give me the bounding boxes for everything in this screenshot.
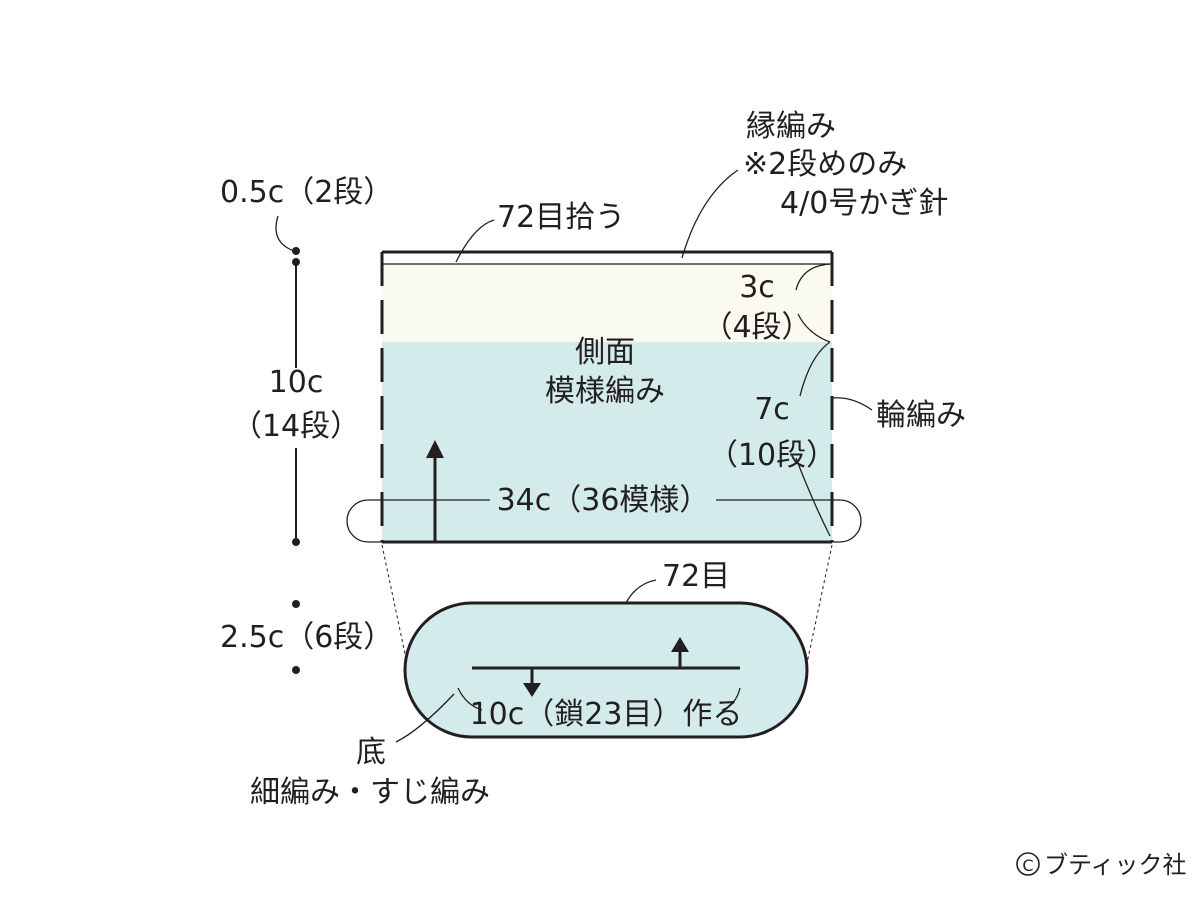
bottom-shape — [403, 601, 809, 739]
edging-leader — [681, 169, 739, 259]
edging-height-label: 0.5c（2段） — [220, 175, 393, 210]
circumference-label: 34c（36模様） — [497, 483, 710, 518]
edging-band — [382, 252, 832, 264]
height-dimensions — [240, 215, 352, 674]
round-knit-label: 輪編み — [876, 398, 966, 433]
upper-height-rows: （4段） — [702, 310, 811, 345]
connector-left — [381, 544, 409, 669]
down-arrow-head — [523, 683, 541, 697]
round-loop-left — [346, 499, 382, 543]
side-title: 側面 — [575, 335, 635, 370]
chain-start-label: 10c（鎖23目）作る — [470, 697, 743, 732]
round-knit-leader — [831, 397, 873, 411]
edging-title: 縁編み — [746, 109, 836, 144]
bottom-stitches-label: 72目 — [662, 559, 730, 594]
bottom-pattern: 細編み・すじ編み — [250, 775, 490, 810]
total-height-gap — [240, 368, 352, 448]
copyright-owner: ブティック社 — [1044, 851, 1187, 879]
total-height-rows: （14段） — [232, 409, 360, 444]
connector-right — [805, 544, 833, 669]
lower-height-bracket — [795, 341, 831, 537]
dim-dot-edging — [292, 258, 300, 266]
edging-height-leader — [275, 215, 295, 252]
bottom-oval — [403, 601, 809, 739]
edging-note: ※2段めのみ — [743, 147, 907, 182]
copyright-symbol: C — [1022, 856, 1033, 875]
dim-dot-bottom-top — [292, 600, 300, 608]
lower-height-rows: （10段） — [708, 438, 836, 473]
copyright-circle — [1016, 852, 1040, 876]
dim-dot-bottom-base — [292, 666, 300, 674]
upper-section-fill — [382, 264, 832, 342]
dim-dot-top — [292, 247, 300, 255]
side-body — [346, 250, 862, 544]
edging-hook: 4/0号かぎ針 — [780, 186, 948, 221]
upper-height-bracket — [795, 263, 831, 343]
side-pattern: 模様編み — [545, 374, 665, 409]
total-height-cm: 10c — [269, 365, 324, 400]
copyright: C ブティック社 — [1016, 851, 1187, 879]
dim-dot-base — [292, 538, 300, 546]
lower-section-fill — [382, 342, 832, 542]
chain-bracket-right — [721, 687, 741, 711]
direction-arrow-head — [426, 440, 444, 458]
bottom-stitches-leader — [625, 579, 657, 604]
lower-height-cm: 7c — [754, 392, 790, 427]
bottom-title: 底 — [356, 735, 386, 770]
pickup-leader — [455, 219, 495, 263]
bottom-height-label: 2.5c（6段） — [220, 620, 393, 655]
upper-height-cm: 3c — [739, 270, 775, 305]
chain-bracket-left — [457, 687, 483, 711]
bottom-title-leader — [395, 693, 455, 743]
round-loop-right — [832, 499, 862, 543]
up-arrow-head — [671, 637, 689, 652]
pickup-label: 72目拾う — [497, 200, 625, 235]
